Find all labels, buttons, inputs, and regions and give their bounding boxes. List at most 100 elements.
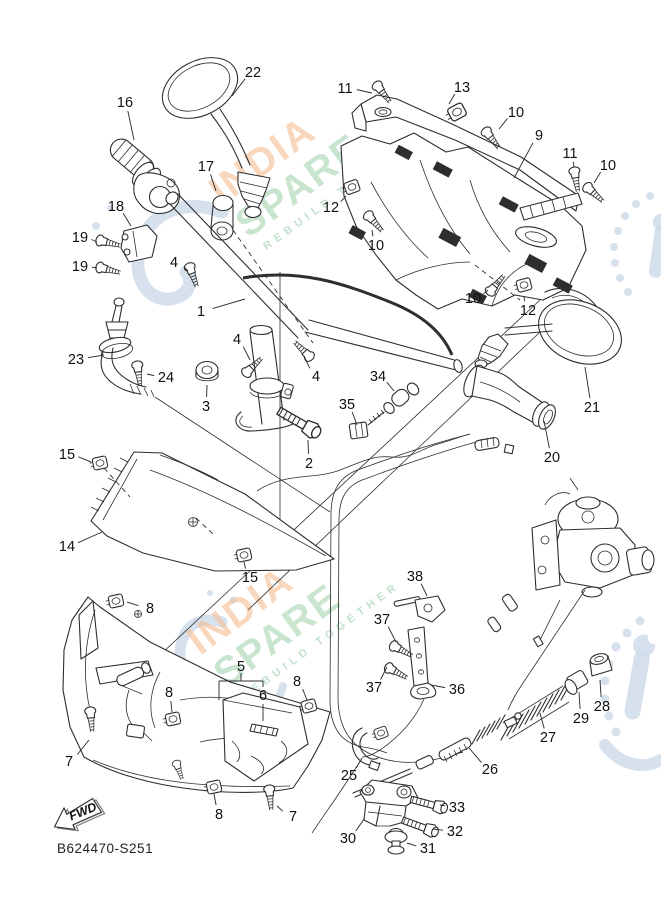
meter-panel — [90, 451, 335, 572]
callout-label-19: 19 — [72, 230, 88, 246]
callout-label-37: 37 — [366, 680, 382, 696]
callout-label-37: 37 — [374, 612, 390, 628]
callout-leader-30 — [355, 818, 365, 832]
callout-leader-28 — [599, 679, 602, 698]
callout-label-8: 8 — [146, 601, 154, 617]
callout-label-7: 7 — [289, 809, 297, 825]
cable-elbow — [98, 297, 331, 513]
callout-leader-8 — [170, 700, 173, 713]
callout-label-8: 8 — [165, 685, 173, 701]
cable-23-line — [154, 396, 331, 513]
callout-label-27: 27 — [540, 730, 556, 746]
callout-label-10: 10 — [600, 158, 616, 174]
callout-label-16: 16 — [117, 95, 133, 111]
watermark-logo-wrench-right-top — [610, 192, 661, 296]
callout-leader-36 — [430, 684, 446, 689]
spring-and-fittings — [500, 653, 613, 741]
callout-label-3: 3 — [202, 399, 210, 415]
callout-leader-13 — [448, 93, 456, 105]
callout-label-10: 10 — [465, 291, 481, 307]
line-art-layer — [62, 57, 655, 855]
lower-garnish-panel — [222, 692, 309, 782]
left-mirror — [161, 57, 271, 219]
callout-label-38: 38 — [407, 569, 423, 585]
throttle-grip — [463, 364, 556, 430]
callout-leader-24 — [146, 373, 155, 377]
callout-leader-12 — [340, 195, 347, 203]
callout-leader-37 — [387, 626, 397, 643]
cable-holder-bracket — [361, 595, 446, 758]
callout-label-1: 1 — [197, 304, 205, 320]
callout-leader-11 — [572, 161, 575, 168]
callout-leader-15 — [243, 561, 246, 569]
callout-leader-25 — [355, 757, 363, 769]
callout-leader-31 — [406, 842, 417, 847]
callout-leader-15 — [78, 456, 92, 463]
callout-leader-2 — [307, 439, 309, 455]
cable-guide — [311, 725, 390, 834]
callout-label-10: 10 — [508, 105, 524, 121]
callout-leader-8 — [126, 601, 139, 607]
cable-adjuster — [348, 382, 420, 440]
callout-leader-12 — [523, 295, 526, 302]
callout-leader-37 — [380, 666, 388, 680]
callout-label-11: 11 — [337, 81, 352, 97]
callout-label-4: 4 — [170, 255, 178, 271]
steering-stem — [235, 324, 294, 432]
callout-label-30: 30 — [340, 831, 356, 847]
callout-label-21: 21 — [584, 400, 600, 416]
callout-leader-19 — [91, 266, 98, 269]
callout-leader-32 — [432, 828, 444, 831]
callout-leader-22 — [231, 78, 246, 97]
callout-leader-35 — [351, 411, 358, 426]
callout-leader-29 — [578, 691, 581, 710]
callout-leader-27 — [539, 712, 545, 729]
callout-leader-26 — [468, 747, 482, 763]
callout-label-13: 13 — [454, 80, 470, 96]
callout-label-8: 8 — [215, 807, 223, 823]
callout-label-36: 36 — [449, 682, 465, 698]
right-mirror — [474, 299, 622, 369]
callout-leader-21 — [584, 366, 591, 399]
callout-label-12: 12 — [323, 200, 339, 216]
callout-label-19: 19 — [72, 259, 88, 275]
callout-label-17: 17 — [198, 159, 214, 175]
callout-label-25: 25 — [341, 768, 357, 784]
callout-leader-33 — [439, 804, 446, 807]
callout-label-12: 12 — [520, 303, 536, 319]
callout-leader-17 — [210, 174, 217, 192]
callout-label-10: 10 — [368, 238, 384, 254]
left-grip — [109, 138, 181, 215]
callout-label-26: 26 — [482, 762, 498, 778]
callout-label-34: 34 — [370, 369, 386, 385]
watermark-logo-wrench-right-bottom — [599, 616, 661, 771]
callout-leader-16 — [127, 110, 135, 141]
fwd-arrow: FWD — [53, 797, 106, 832]
callout-label-8: 8 — [293, 674, 301, 690]
callout-label-14: 14 — [59, 539, 75, 555]
starter-cable — [352, 712, 522, 798]
callout-leader-19 — [91, 239, 98, 243]
grommet — [195, 360, 219, 382]
callout-leader-10 — [593, 171, 602, 184]
callout-label-4: 4 — [233, 332, 241, 348]
callout-label-35: 35 — [339, 397, 355, 413]
callout-leader-11 — [356, 89, 373, 94]
callout-leader-4 — [303, 355, 311, 369]
callout-leader-8 — [213, 793, 217, 806]
callout-label-20: 20 — [544, 450, 560, 466]
callout-leader-34 — [386, 381, 395, 392]
assembly-line-1 — [159, 299, 541, 656]
cable-loop — [329, 433, 477, 763]
callout-label-6: 6 — [259, 688, 267, 704]
callout-label-23: 23 — [68, 352, 84, 368]
handlebar — [165, 191, 463, 373]
callout-leader-4 — [242, 346, 251, 361]
callout-leader-14 — [77, 531, 103, 544]
grip-holder — [120, 224, 158, 263]
callout-leader-38 — [420, 583, 428, 597]
callout-label-5: 5 — [237, 659, 245, 675]
callout-label-15: 15 — [242, 570, 258, 586]
callout-5-bracket — [218, 673, 264, 700]
